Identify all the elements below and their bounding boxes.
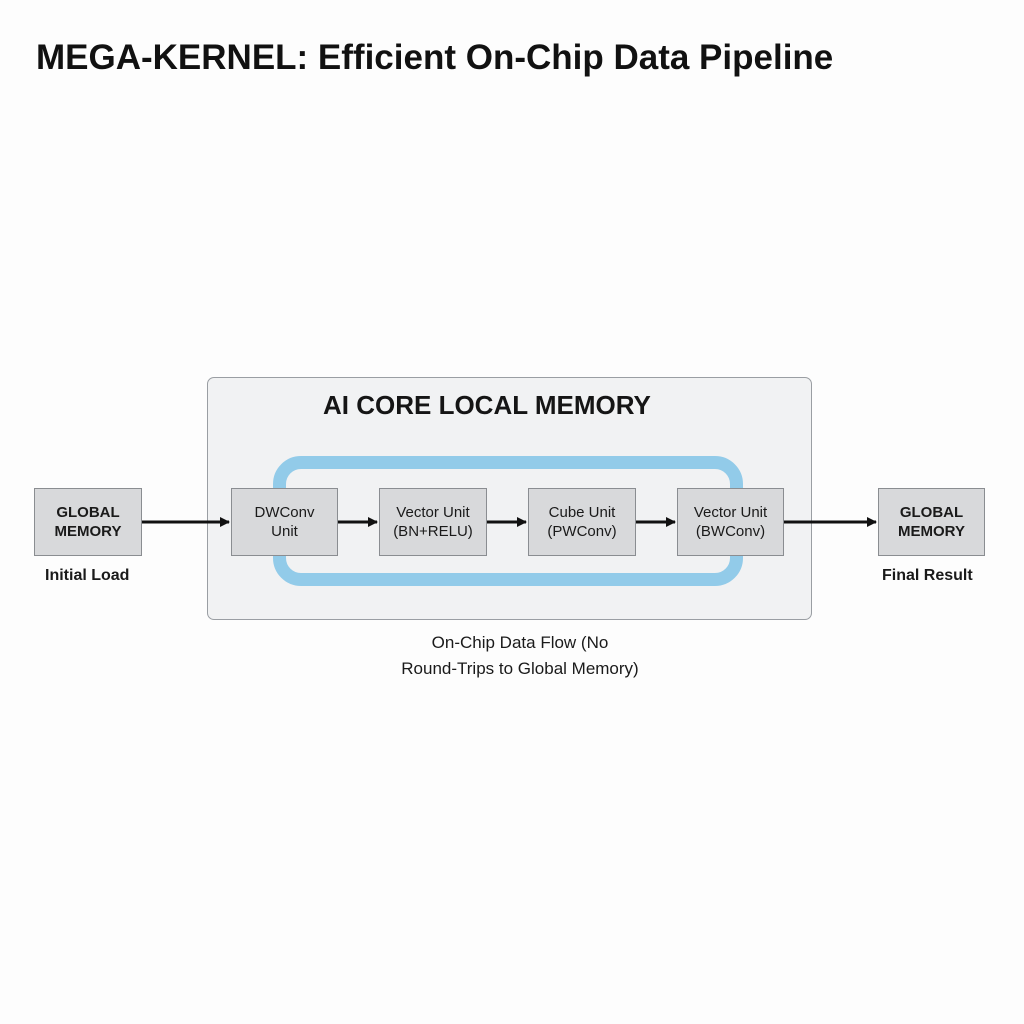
on-chip-data-flow-caption: On-Chip Data Flow (No Round-Trips to Glo… — [401, 633, 639, 678]
vector-unit-bwconv-box: Vector Unit (BWConv) — [677, 488, 784, 556]
ai-core-title: AI CORE LOCAL MEMORY — [323, 390, 651, 420]
cube-unit-label: Cube Unit (PWConv) — [547, 504, 617, 540]
global-memory-output-box: GLOBAL MEMORY — [878, 488, 985, 556]
initial-load-label: Initial Load — [45, 567, 130, 584]
diagram-title: MEGA-KERNEL: Efficient On-Chip Data Pipe… — [36, 38, 834, 77]
global-memory-input-box: GLOBAL MEMORY — [34, 488, 142, 556]
dwconv-unit-label: DWConv Unit — [254, 504, 315, 540]
global-memory-output-label: GLOBAL MEMORY — [898, 504, 965, 540]
final-result-label: Final Result — [882, 567, 973, 584]
global-memory-input-label: GLOBAL MEMORY — [54, 504, 122, 540]
cube-unit-box: Cube Unit (PWConv) — [528, 488, 636, 556]
dwconv-unit-box: DWConv Unit — [231, 488, 338, 556]
vector-unit-bn-relu-label: Vector Unit (BN+RELU) — [393, 504, 473, 540]
vector-unit-bn-relu-box: Vector Unit (BN+RELU) — [379, 488, 487, 556]
vector-unit-bwconv-label: Vector Unit (BWConv) — [693, 504, 768, 540]
on-chip-data-loop — [273, 456, 743, 586]
